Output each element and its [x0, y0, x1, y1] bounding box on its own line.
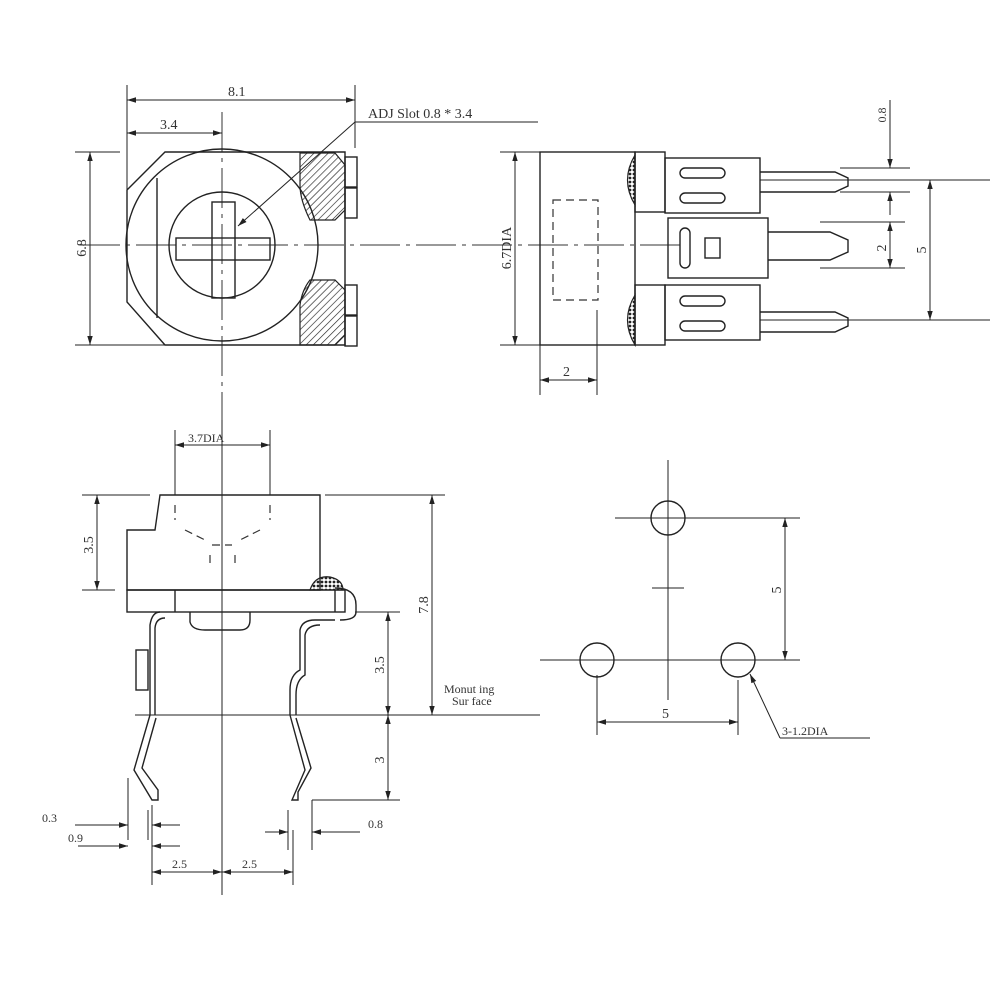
offset-dim-label: 3.4 — [160, 118, 178, 133]
side-view: 6.7DIA 2 0.8 2 5 — [500, 100, 990, 395]
slot-note: ADJ Slot 0.8 * 3.4 — [368, 107, 472, 122]
pin-gap-dim-label: 2 — [875, 245, 890, 252]
front-view: 3.7DIA 3.5 7.8 3.5 Monut ing Sur face 3 … — [42, 420, 540, 895]
pin-width-dim-label: 0.8 — [875, 108, 889, 123]
height-dim-label: 6.8 — [75, 239, 90, 257]
dia-dim-label: 6.7DIA — [500, 226, 515, 269]
pitch-right-label: 2.5 — [242, 857, 257, 871]
knob-height-label: 3.5 — [82, 536, 97, 554]
hole-top — [650, 500, 686, 536]
pin-length-label: 3 — [373, 757, 388, 764]
pin-pitch-dim-label: 5 — [915, 247, 930, 254]
mounting-surface-line1: Monut ing — [444, 682, 494, 696]
knob-dia-label: 3.7DIA — [188, 431, 225, 445]
total-height-label: 7.8 — [417, 596, 432, 614]
pitch-left-label: 2.5 — [172, 857, 187, 871]
horizontal-pitch-label: 5 — [662, 707, 669, 722]
pin-offset-label: 0.9 — [68, 831, 83, 845]
mounting-surface-line2: Sur face — [452, 694, 492, 708]
width-dim-label: 8.1 — [228, 85, 246, 100]
pin-width-label: 0.8 — [368, 817, 383, 831]
hole-right — [720, 642, 756, 678]
standoff-height-label: 3.5 — [373, 656, 388, 674]
top-view: 8.1 3.4 6.8 ADJ Slot 0.8 * 3.4 — [75, 85, 680, 430]
pin-thickness-label: 0.3 — [42, 811, 57, 825]
hole-note: 3-1.2DIA — [782, 724, 829, 738]
pcb-footprint: 5 5 3-1.2DIA — [540, 460, 870, 739]
vertical-pitch-label: 5 — [770, 587, 785, 594]
depth-dim-label: 2 — [563, 365, 570, 380]
